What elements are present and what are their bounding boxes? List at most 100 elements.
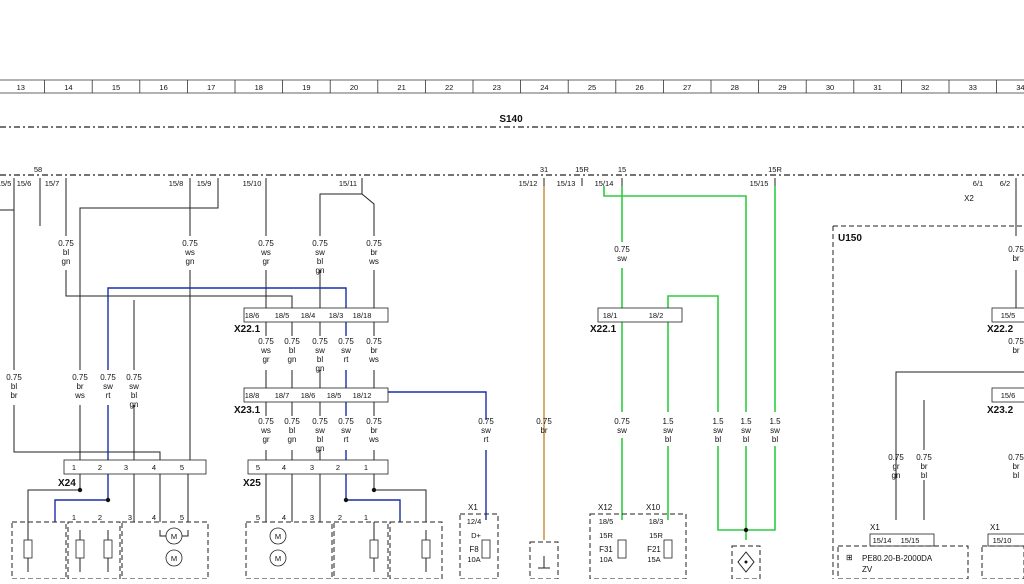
svg-text:15/7: 15/7	[45, 179, 60, 188]
ruler-cell-21: 21	[397, 83, 405, 92]
resistor-icon	[421, 539, 431, 559]
svg-text:15/10: 15/10	[243, 179, 262, 188]
svg-text:F31: F31	[599, 545, 613, 554]
resistor-icon	[103, 539, 113, 559]
svg-text:18/2: 18/2	[649, 311, 664, 320]
svg-text:br: br	[1012, 346, 1019, 355]
x24-label: X24	[58, 478, 76, 489]
svg-text:18/7: 18/7	[275, 391, 290, 400]
svg-text:5: 5	[256, 463, 260, 472]
svg-text:gn: gn	[288, 355, 297, 364]
top-pin-ticks	[13, 178, 1017, 186]
ruler-cell-24: 24	[540, 83, 548, 92]
splice-component	[731, 545, 761, 580]
svg-text:3: 3	[310, 463, 314, 472]
svg-text:0.75: 0.75	[258, 239, 274, 248]
svg-text:0.75: 0.75	[126, 373, 142, 382]
svg-text:2: 2	[338, 513, 342, 522]
svg-text:18/5: 18/5	[327, 391, 342, 400]
svg-text:M: M	[275, 532, 281, 541]
svg-text:sw: sw	[315, 426, 325, 435]
svg-text:0.75: 0.75	[1008, 453, 1024, 462]
svg-text:0.75: 0.75	[58, 239, 74, 248]
svg-text:rt: rt	[106, 391, 112, 400]
svg-text:18/3: 18/3	[329, 311, 344, 320]
svg-text:ws: ws	[184, 248, 195, 257]
svg-text:bl: bl	[289, 346, 295, 355]
svg-text:18/12: 18/12	[353, 391, 372, 400]
svg-text:4: 4	[282, 513, 286, 522]
ground-component	[529, 541, 559, 580]
ruler-cell-33: 33	[969, 83, 977, 92]
svg-text:bl: bl	[317, 257, 323, 266]
svg-text:15/13: 15/13	[557, 179, 576, 188]
svg-text:sw: sw	[770, 426, 780, 435]
ruler-cell-23: 23	[493, 83, 501, 92]
svg-text:18/5: 18/5	[275, 311, 290, 320]
svg-text:2: 2	[98, 463, 102, 472]
connector-x22-1-left: 18/6 18/5 18/4 18/3 18/18 X22.1	[234, 307, 389, 335]
resistor-icon	[369, 539, 379, 559]
u150-label: U150	[838, 233, 862, 244]
svg-text:gn: gn	[62, 257, 71, 266]
ruler-cell-14: 14	[64, 83, 72, 92]
svg-text:4: 4	[152, 463, 156, 472]
svg-text:6/1: 6/1	[973, 179, 983, 188]
svg-text:bl: bl	[131, 391, 137, 400]
resistor-icon	[75, 539, 85, 559]
svg-text:18/3: 18/3	[649, 517, 664, 526]
svg-text:1.5: 1.5	[769, 417, 781, 426]
connector-x22-1-mid: 18/1 18/2 X22.1	[590, 307, 683, 335]
x25-label: X25	[243, 478, 261, 489]
connector-x23-2: 15/6 X23.2	[987, 387, 1024, 416]
svg-text:bl: bl	[772, 435, 778, 444]
svg-text:3: 3	[128, 513, 132, 522]
svg-text:rt: rt	[344, 355, 350, 364]
svg-text:15/15: 15/15	[750, 179, 769, 188]
svg-text:br: br	[76, 382, 83, 391]
svg-text:0.75: 0.75	[478, 417, 494, 426]
svg-text:4: 4	[282, 463, 286, 472]
svg-text:18/1: 18/1	[603, 311, 618, 320]
connector-x23-1-left: 18/8 18/7 18/6 18/5 18/12 X23.1	[234, 387, 389, 416]
svg-text:0.75: 0.75	[338, 337, 354, 346]
svg-text:F21: F21	[647, 545, 661, 554]
svg-text:10A: 10A	[599, 555, 612, 564]
svg-text:18/6: 18/6	[301, 391, 316, 400]
svg-text:1.5: 1.5	[712, 417, 724, 426]
svg-text:rt: rt	[344, 435, 350, 444]
svg-text:bl: bl	[317, 355, 323, 364]
svg-text:15/6: 15/6	[1001, 391, 1016, 400]
top-pin-labels: 15/5 15/6 15/7 15/8 15/9 15/10 15/11 15/…	[0, 179, 1010, 188]
terminal-15r-a: 15R	[575, 165, 589, 174]
fuse-icon	[481, 539, 491, 559]
svg-text:rt: rt	[484, 435, 490, 444]
svg-text:X1: X1	[990, 523, 1000, 532]
svg-text:0.75: 0.75	[6, 373, 22, 382]
terminal-31: 31	[540, 165, 548, 174]
svg-text:5: 5	[180, 463, 184, 472]
svg-text:1: 1	[72, 513, 76, 522]
blue-wires	[54, 287, 487, 522]
svg-text:15/14: 15/14	[595, 179, 614, 188]
svg-text:ws: ws	[74, 391, 85, 400]
svg-text:15/6: 15/6	[17, 179, 32, 188]
svg-text:0.75: 0.75	[1008, 337, 1024, 346]
svg-text:gr: gr	[262, 435, 269, 444]
